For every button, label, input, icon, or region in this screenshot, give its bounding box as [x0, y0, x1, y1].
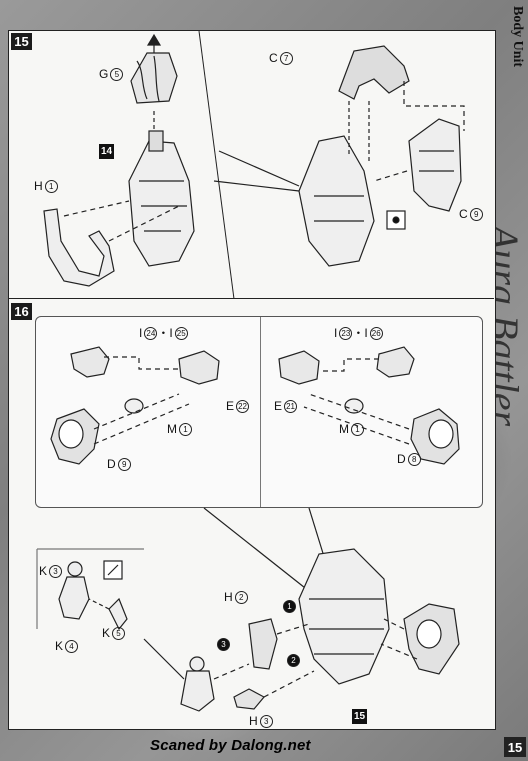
- step16-number: 16: [11, 303, 32, 320]
- order-3: 3: [215, 637, 230, 652]
- step16-panel: 16: [9, 299, 494, 729]
- step16-drawing: [36, 346, 460, 712]
- ref-step-14: 14: [99, 144, 114, 159]
- order-2: 2: [285, 653, 300, 668]
- ref-step-15: 15: [352, 709, 367, 724]
- order-1: 1: [281, 599, 296, 614]
- step15-drawing: [43, 31, 465, 299]
- instruction-sheet: 15: [8, 30, 496, 730]
- page-number: 15: [504, 737, 526, 757]
- section-title: Body Unit: [510, 6, 525, 68]
- scan-credit: Scaned by Dalong.net: [150, 737, 311, 754]
- step15-number: 15: [11, 33, 32, 50]
- subpanel-divider: [260, 317, 261, 507]
- right-sidebar: Body Unit Aura Battler: [482, 0, 528, 761]
- step15-panel: 15: [9, 31, 494, 299]
- step16-subpanel: [35, 316, 483, 508]
